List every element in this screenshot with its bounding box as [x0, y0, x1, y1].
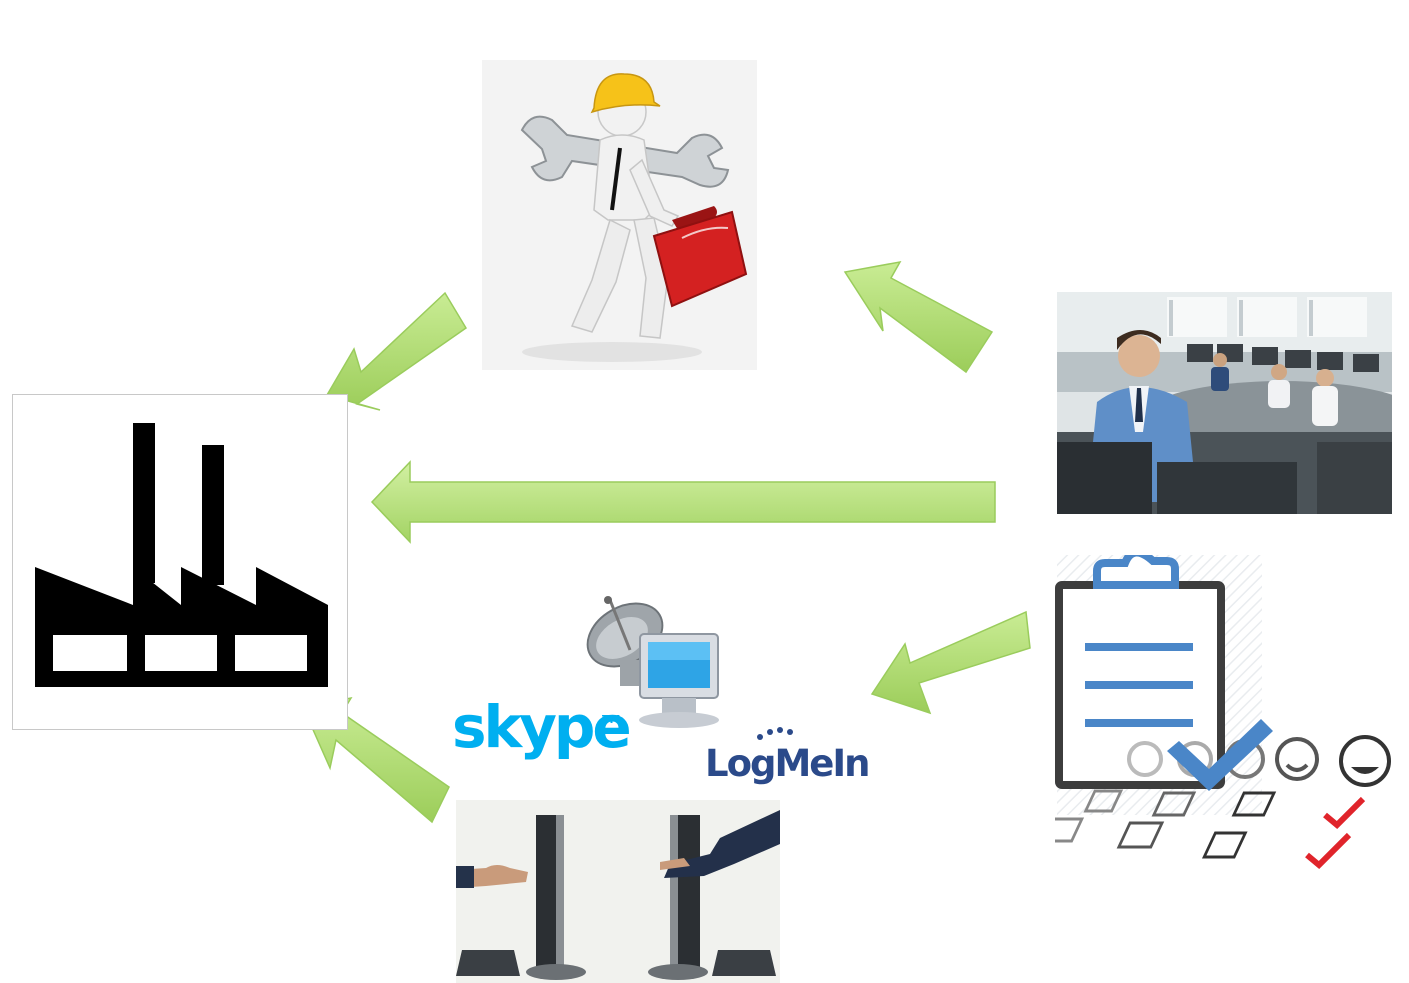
arrow-monitoring-to-technician — [843, 260, 994, 374]
skype-logo: skype — [452, 693, 632, 761]
factory-box — [12, 394, 348, 730]
arrow-monitoring-to-factory — [370, 460, 996, 544]
skype-trademark: TM — [602, 713, 621, 726]
satellite-computer-icon — [586, 596, 793, 740]
monitoring-center-photo — [1057, 292, 1392, 514]
arrow-survey-to-remote — [870, 610, 1031, 715]
remote-desktop-panel — [456, 800, 780, 983]
clipboard-satisfaction-survey-icon — [953, 548, 1391, 870]
remote-desktop-icon — [456, 810, 780, 980]
remote-tools-cluster — [440, 590, 860, 800]
logmein-logo: LogMeIn — [705, 742, 871, 785]
technician-with-wrench-icon — [520, 73, 748, 362]
survey-panel — [953, 548, 1405, 875]
factory-icon — [35, 423, 328, 687]
monitoring-center-panel — [1057, 292, 1392, 514]
arrow-technician-to-factory — [325, 291, 468, 411]
technician-panel — [482, 60, 757, 370]
